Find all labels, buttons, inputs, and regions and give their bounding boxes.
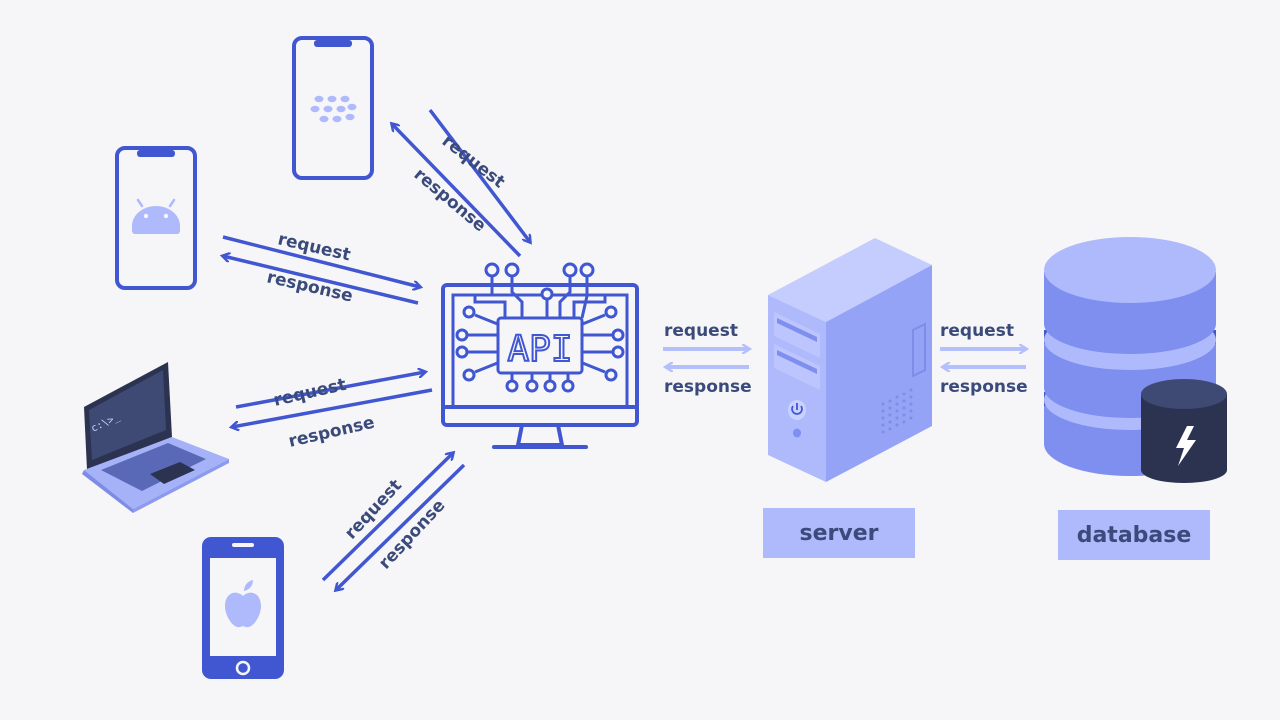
api-server-response-label: response: [664, 377, 752, 397]
power-icon: [788, 400, 806, 420]
laptop: c:\>_: [82, 362, 229, 513]
laptop-request-label: request: [272, 375, 349, 411]
arrows: [223, 108, 530, 590]
api-monitor: API: [441, 262, 639, 449]
api-label: API: [507, 329, 572, 370]
apple-phone: [202, 537, 284, 679]
arrows-light: [663, 349, 1026, 367]
server-db-request-label: request: [940, 321, 1014, 341]
blackberry-icon: [310, 95, 357, 123]
laptop-response-label: response: [287, 413, 377, 452]
android-response-label: response: [265, 267, 355, 306]
api-server-request-label: request: [664, 321, 738, 341]
database-label: database: [1058, 510, 1210, 560]
server-label: server: [763, 508, 915, 558]
apple-icon: [225, 580, 261, 628]
server-tower: [768, 238, 932, 482]
blackberry-phone: [292, 36, 374, 180]
android-phone: [115, 146, 197, 290]
cache-cylinder: [1141, 379, 1227, 483]
lightning-icon: [1176, 426, 1196, 466]
circuit-icon: [455, 262, 625, 393]
android-icon: [132, 198, 180, 234]
server-db-response-label: response: [940, 377, 1028, 397]
